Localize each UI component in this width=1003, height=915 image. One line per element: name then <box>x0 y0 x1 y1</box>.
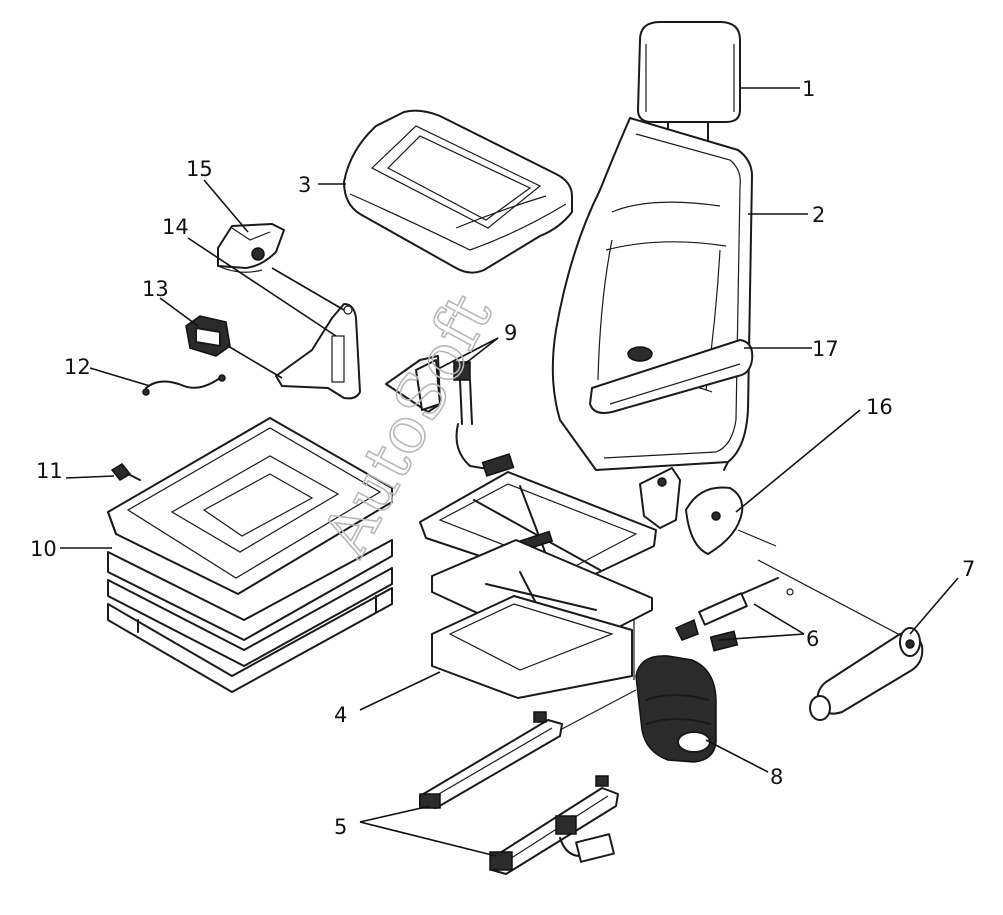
air-reservoir <box>809 627 924 721</box>
slide-rails <box>419 711 619 875</box>
callout-12: 12 <box>64 355 91 379</box>
scissor-suspension <box>419 471 657 699</box>
lever-bracket <box>217 223 285 273</box>
seat-cushion <box>343 109 573 274</box>
callout-14: 14 <box>162 215 189 239</box>
base-frame <box>107 417 393 595</box>
callout-17: 17 <box>812 337 839 361</box>
callout-8: 8 <box>770 765 783 789</box>
callout-9: 9 <box>504 321 517 345</box>
mounting-plate <box>275 303 361 400</box>
shock-absorber <box>674 577 794 652</box>
side-trim-cover <box>639 467 744 555</box>
callout-13: 13 <box>142 277 169 301</box>
callout-2: 2 <box>812 203 825 227</box>
callout-6: 6 <box>806 627 819 651</box>
base-cover <box>107 539 393 693</box>
callout-labels: 1 2 3 4 5 6 7 8 9 10 11 12 13 14 15 16 1… <box>30 77 975 839</box>
backrest <box>551 117 753 471</box>
callout-1: 1 <box>802 77 815 101</box>
callout-5: 5 <box>334 815 347 839</box>
callout-10: 10 <box>30 537 57 561</box>
callout-7: 7 <box>962 557 975 581</box>
callout-11: 11 <box>36 459 63 483</box>
callout-15: 15 <box>186 157 213 181</box>
cable <box>142 374 226 396</box>
armrest <box>589 339 754 414</box>
leader-lines <box>60 87 959 857</box>
callout-3: 3 <box>298 173 311 197</box>
bolt <box>110 463 141 481</box>
seat-belt-buckle <box>385 355 515 477</box>
air-spring <box>635 655 717 763</box>
callout-16: 16 <box>866 395 893 419</box>
callout-4: 4 <box>334 703 347 727</box>
